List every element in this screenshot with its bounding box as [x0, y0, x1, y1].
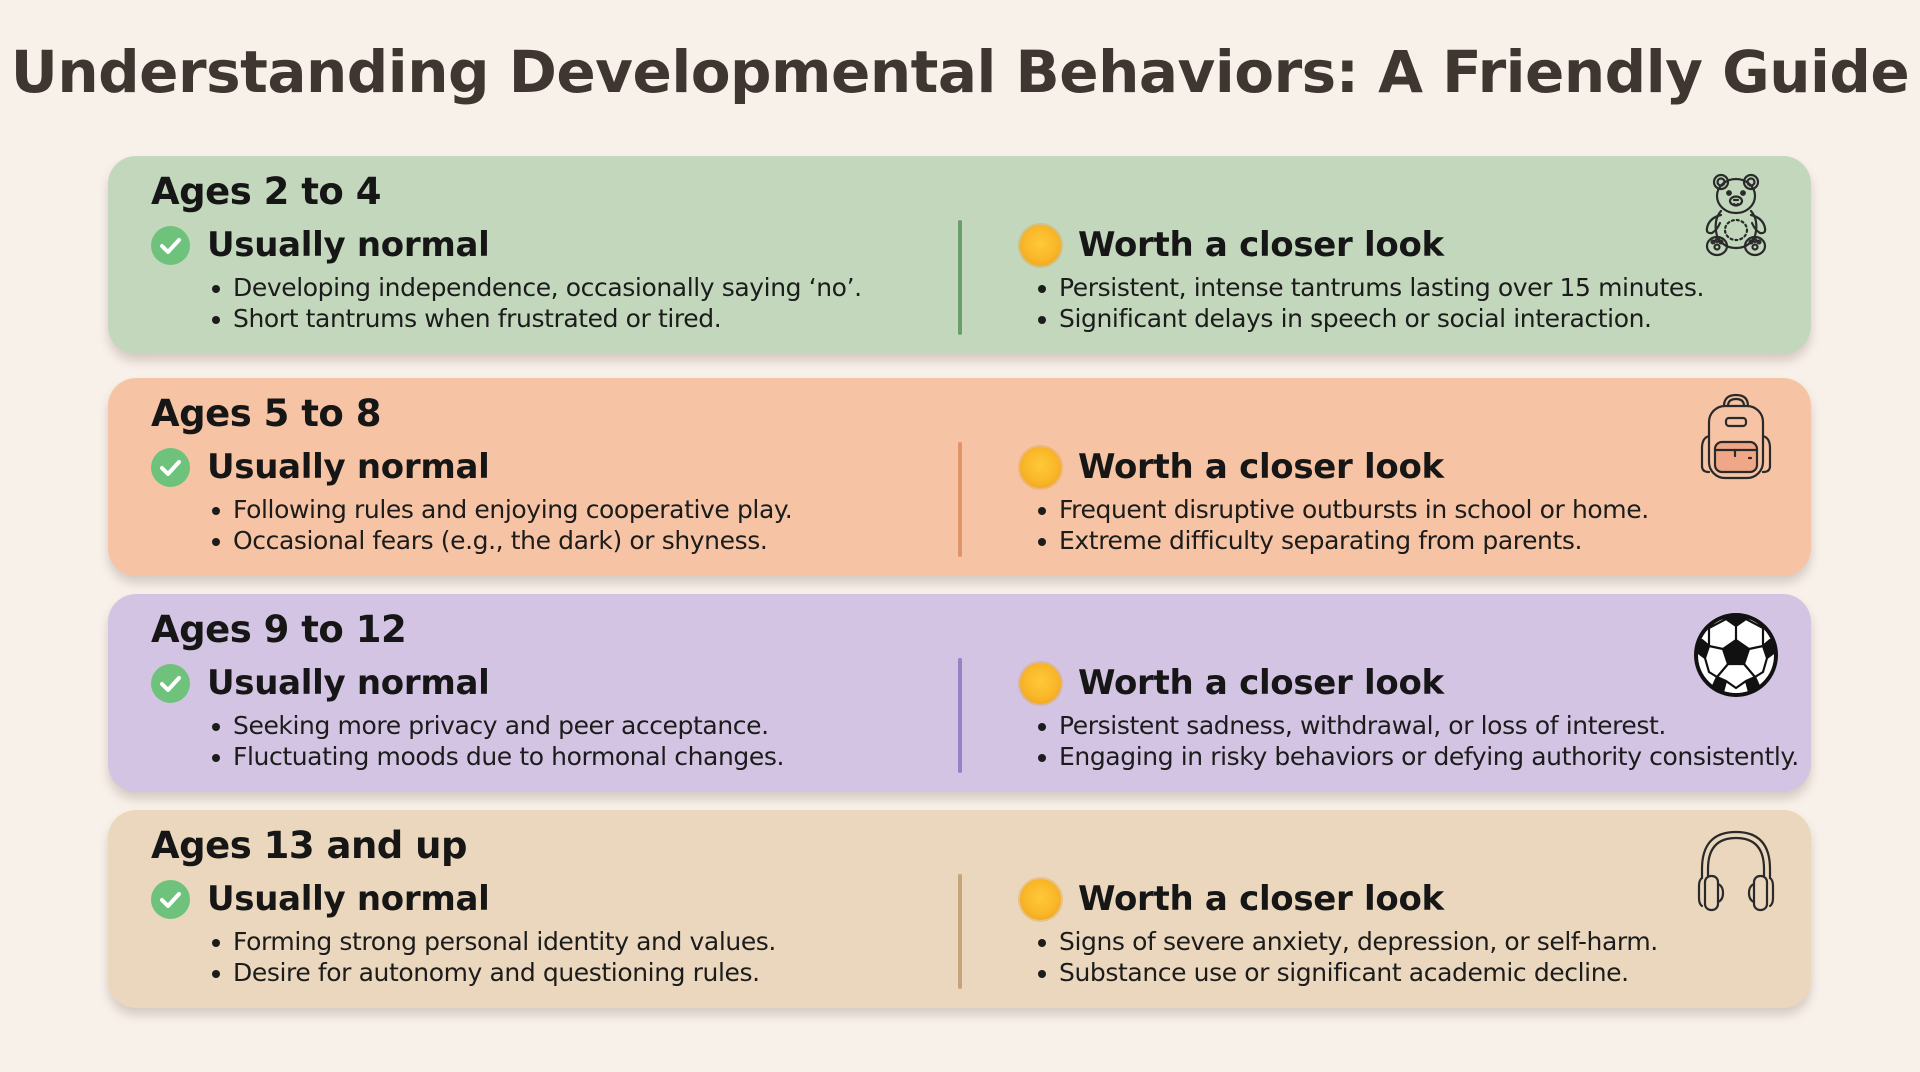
age-group-title: Ages 2 to 4	[151, 170, 381, 213]
closer-look-list: Persistent sadness, withdrawal, or loss …	[1020, 710, 1799, 772]
backpack-icon	[1691, 392, 1781, 482]
usually-normal-label: Usually normal	[207, 663, 490, 703]
list-item: Developing independence, occasionally sa…	[212, 273, 862, 302]
usually-normal-section: Usually normal Seeking more privacy and …	[151, 660, 784, 772]
usually-normal-label: Usually normal	[207, 225, 490, 265]
age-group-card: Ages 2 to 4 Usually normal Developing in…	[108, 156, 1811, 354]
closer-look-label: Worth a closer look	[1078, 225, 1444, 265]
page-title: Understanding Developmental Behaviors: A…	[10, 38, 1910, 106]
amber-dot-icon	[1020, 662, 1061, 704]
age-group-card: Ages 5 to 8 Usually normal Following rul…	[108, 378, 1811, 576]
column-divider	[958, 658, 962, 773]
closer-look-section: Worth a closer look Signs of severe anxi…	[1020, 876, 1658, 988]
list-item: Signs of severe anxiety, depression, or …	[1038, 927, 1658, 956]
usually-normal-list: Forming strong personal identity and val…	[151, 926, 776, 988]
closer-look-list: Frequent disruptive outbursts in school …	[1020, 494, 1649, 556]
usually-normal-list: Developing independence, occasionally sa…	[151, 272, 862, 334]
teddy-bear-icon	[1691, 170, 1781, 260]
list-item: Engaging in risky behaviors or defying a…	[1038, 742, 1799, 771]
list-item: Following rules and enjoying cooperative…	[211, 495, 793, 524]
amber-dot-icon	[1020, 446, 1061, 488]
age-group-title: Ages 9 to 12	[151, 608, 407, 651]
check-circle-icon	[151, 879, 190, 919]
list-item: Extreme difficulty separating from paren…	[1038, 525, 1649, 556]
list-item: Seeking more privacy and peer acceptance…	[211, 710, 784, 741]
age-group-card: Ages 9 to 12 Usually normal Seeking more…	[108, 594, 1811, 792]
list-item: Desire for autonomy and questioning rule…	[212, 957, 776, 988]
closer-look-label: Worth a closer look	[1078, 879, 1444, 919]
check-circle-icon	[151, 447, 190, 487]
usually-normal-section: Usually normal Forming strong personal i…	[151, 876, 776, 988]
usually-normal-list: Seeking more privacy and peer acceptance…	[151, 710, 784, 772]
closer-look-section: Worth a closer look Persistent, intense …	[1020, 222, 1704, 334]
age-group-card: Ages 13 and up Usually normal Forming st…	[108, 810, 1811, 1008]
amber-dot-icon	[1020, 224, 1061, 266]
soccer-ball-icon	[1691, 608, 1781, 698]
usually-normal-label: Usually normal	[207, 447, 490, 487]
usually-normal-list: Following rules and enjoying cooperative…	[151, 494, 793, 556]
column-divider	[958, 874, 962, 989]
check-circle-icon	[151, 663, 190, 703]
column-divider	[958, 442, 962, 557]
closer-look-label: Worth a closer look	[1078, 663, 1444, 703]
usually-normal-label: Usually normal	[207, 879, 490, 919]
headphones-icon	[1691, 824, 1781, 914]
usually-normal-section: Usually normal Developing independence, …	[151, 222, 862, 334]
list-item: Forming strong personal identity and val…	[212, 927, 776, 956]
list-item: Significant delays in speech or social i…	[1037, 303, 1704, 334]
list-item: Occasional fears (e.g., the dark) or shy…	[211, 525, 792, 556]
closer-look-section: Worth a closer look Persistent sadness, …	[1020, 660, 1799, 772]
age-group-title: Ages 13 and up	[151, 824, 468, 867]
check-circle-icon	[151, 225, 190, 265]
list-item: Fluctuating moods due to hormonal change…	[211, 742, 785, 771]
usually-normal-section: Usually normal Following rules and enjoy…	[151, 444, 793, 556]
list-item: Persistent, intense tantrums lasting ove…	[1037, 273, 1705, 302]
list-item: Frequent disruptive outbursts in school …	[1038, 495, 1649, 524]
list-item: Substance use or significant academic de…	[1038, 957, 1658, 988]
column-divider	[958, 220, 962, 335]
list-item: Persistent sadness, withdrawal, or loss …	[1038, 710, 1799, 741]
amber-dot-icon	[1020, 878, 1061, 920]
closer-look-list: Signs of severe anxiety, depression, or …	[1020, 926, 1658, 988]
closer-look-label: Worth a closer look	[1078, 447, 1444, 487]
closer-look-list: Persistent, intense tantrums lasting ove…	[1020, 272, 1704, 334]
closer-look-section: Worth a closer look Frequent disruptive …	[1020, 444, 1649, 556]
list-item: Short tantrums when frustrated or tired.	[212, 303, 862, 334]
age-group-title: Ages 5 to 8	[151, 392, 381, 435]
